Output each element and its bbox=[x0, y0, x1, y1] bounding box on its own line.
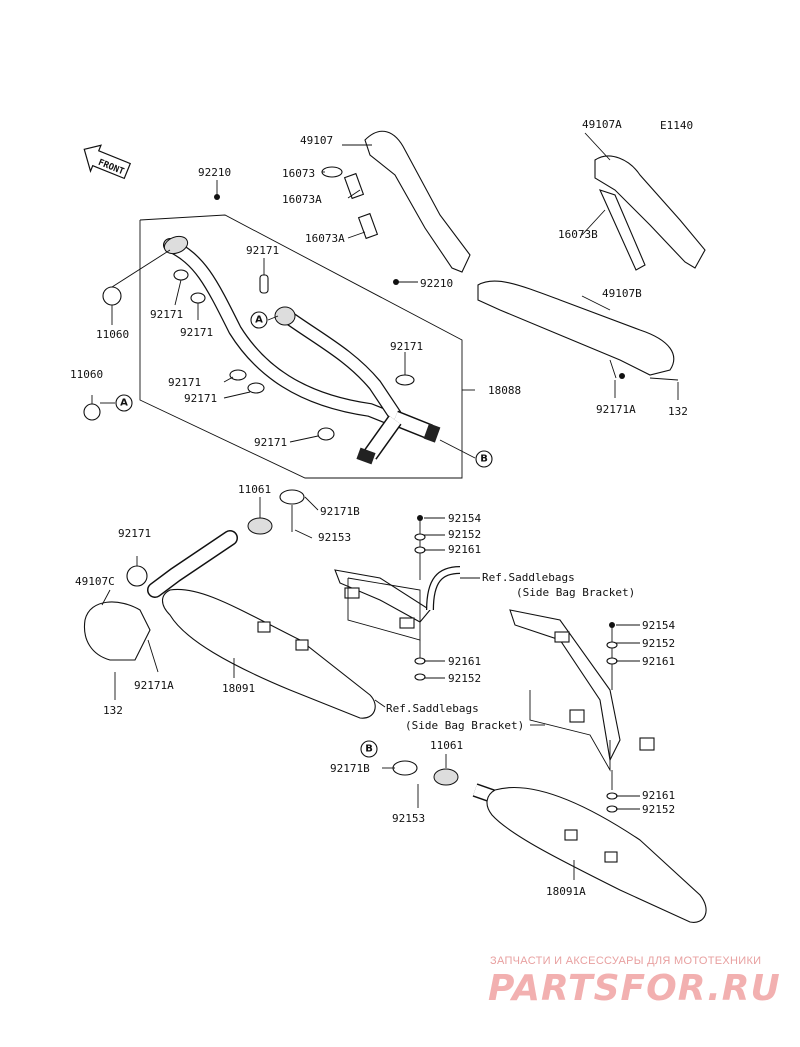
label-92171-1: 92171 bbox=[246, 244, 279, 257]
label-11060-2: 11060 bbox=[70, 368, 103, 381]
label-92161-3: 92161 bbox=[642, 655, 675, 668]
label-49107C: 49107C bbox=[75, 575, 115, 588]
label-11061-1: 11061 bbox=[238, 483, 271, 496]
watermark-tagline: ЗАПЧАСТИ И АКСЕССУАРЫ ДЛЯ МОТОТЕХНИКИ bbox=[490, 955, 761, 967]
header-pipe-box bbox=[139, 214, 475, 479]
label-16073A-1: 16073A bbox=[282, 193, 322, 206]
gasket-11060-upper bbox=[102, 286, 122, 306]
label-16073B: 16073B bbox=[558, 228, 598, 241]
callout-a-label: A bbox=[120, 398, 128, 409]
joint-11061-upper bbox=[247, 489, 319, 539]
label-92154-2: 92154 bbox=[642, 619, 675, 632]
ref-saddlebags-1-sub: (Side Bag Bracket) bbox=[516, 586, 635, 599]
label-92171-4: 92171 bbox=[390, 340, 423, 353]
label-18088: 18088 bbox=[488, 384, 521, 397]
label-49107: 49107 bbox=[300, 134, 333, 147]
label-49107B: 49107B bbox=[602, 287, 642, 300]
label-18091A: 18091A bbox=[546, 885, 586, 898]
header-pipe-18088 bbox=[163, 235, 441, 465]
callout-b-label: B bbox=[365, 744, 373, 755]
tailpiece-49107C bbox=[83, 556, 159, 700]
label-92153-1: 92153 bbox=[318, 531, 351, 544]
label-92153-2: 92153 bbox=[392, 812, 425, 825]
label-92171-8: 92171 bbox=[118, 527, 151, 540]
muffler-18091A bbox=[472, 783, 707, 923]
label-92171B-2: 92171B bbox=[330, 762, 370, 775]
label-132-2: 132 bbox=[103, 704, 123, 717]
callout-b-lower: B bbox=[360, 740, 378, 758]
callout-a-upper: A bbox=[250, 311, 268, 329]
reference-notes: Ref.Saddlebags (Side Bag Bracket) Ref.Sa… bbox=[386, 571, 635, 732]
callout-a-lower: A bbox=[115, 394, 133, 412]
watermark: ЗАПЧАСТИ И АКСЕССУАРЫ ДЛЯ МОТОТЕХНИКИ PA… bbox=[488, 955, 781, 1009]
label-132-1: 132 bbox=[668, 405, 688, 418]
ref-saddlebags-2-title: Ref.Saddlebags bbox=[386, 702, 479, 715]
watermark-brand: PARTSFOR.RU bbox=[488, 968, 781, 1009]
gasket-11060-lower bbox=[83, 403, 101, 421]
side-bag-bracket-right bbox=[509, 609, 655, 813]
part-labels: 49107 49107A 49107B 49107C 16073 16073A … bbox=[70, 118, 688, 898]
label-92161-1: 92161 bbox=[448, 543, 481, 556]
label-18091: 18091 bbox=[222, 682, 255, 695]
leader-lines-lower bbox=[374, 517, 640, 810]
label-92171B-1: 92171B bbox=[320, 505, 360, 518]
muffler-18091 bbox=[147, 530, 376, 719]
label-92171-7: 92171 bbox=[254, 436, 287, 449]
label-92161-4: 92161 bbox=[642, 789, 675, 802]
leader-lines-upper bbox=[91, 180, 476, 459]
ref-saddlebags-2-sub: (Side Bag Bracket) bbox=[405, 719, 524, 732]
callout-b-label: B bbox=[480, 454, 488, 465]
diagram-code: E1140 bbox=[660, 119, 693, 132]
label-92171-5: 92171 bbox=[168, 376, 201, 389]
label-92210-2: 92210 bbox=[420, 277, 453, 290]
ref-saddlebags-1-title: Ref.Saddlebags bbox=[482, 571, 575, 584]
label-92210-1: 92210 bbox=[198, 166, 231, 179]
label-16073: 16073 bbox=[282, 167, 315, 180]
label-92171A-2: 92171A bbox=[134, 679, 174, 692]
label-11060-1: 11060 bbox=[96, 328, 129, 341]
label-92152-1: 92152 bbox=[448, 528, 481, 541]
label-92152-3: 92152 bbox=[642, 637, 675, 650]
heat-guard-49107B bbox=[477, 280, 679, 400]
clamp-92171-parts bbox=[173, 194, 415, 441]
label-92161-2: 92161 bbox=[448, 655, 481, 668]
callout-a-label: A bbox=[255, 315, 263, 326]
label-92171A-1: 92171A bbox=[596, 403, 636, 416]
front-arrow-icon: FRONT bbox=[83, 144, 132, 180]
heat-guard-49107 bbox=[321, 130, 471, 273]
label-92152-4: 92152 bbox=[642, 803, 675, 816]
label-92152-2: 92152 bbox=[448, 672, 481, 685]
label-92171-3: 92171 bbox=[180, 326, 213, 339]
label-11061-2: 11061 bbox=[430, 739, 463, 752]
label-92171-6: 92171 bbox=[184, 392, 217, 405]
label-92171-2: 92171 bbox=[150, 308, 183, 321]
callout-b-upper: B bbox=[475, 450, 493, 468]
label-92154-1: 92154 bbox=[448, 512, 481, 525]
label-49107A: 49107A bbox=[582, 118, 622, 131]
heat-guard-49107A bbox=[581, 132, 706, 271]
label-16073A-2: 16073A bbox=[305, 232, 345, 245]
joint-11061-lower bbox=[382, 754, 459, 808]
side-bag-bracket-left bbox=[334, 515, 461, 681]
